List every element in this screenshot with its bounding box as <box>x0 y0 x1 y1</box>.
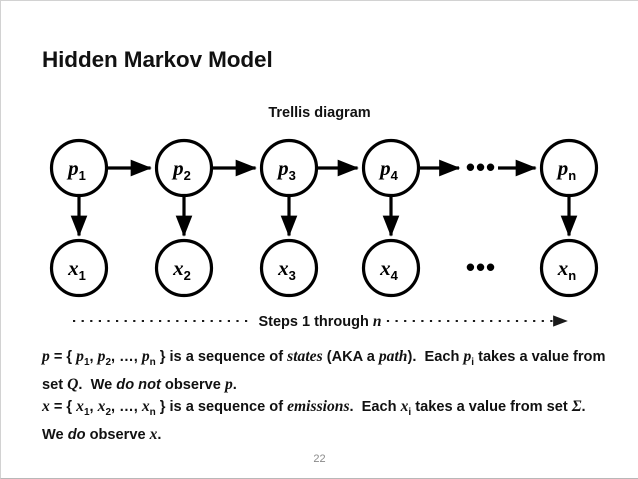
node-p4: p4 <box>361 138 421 198</box>
paragraph-states: p = { p1, p2, …, pn } is a sequence of s… <box>42 348 606 393</box>
page-number: 22 <box>313 453 326 465</box>
node-p3: p3 <box>259 138 319 198</box>
trellis-svg: p1 p2 p3 p4 pn ••• x1 x2 x3 x4 xn ••• Steps 1 throu… <box>49 138 599 330</box>
steps-axis-label: Steps 1 through n <box>258 313 381 330</box>
node-x4: x4 <box>361 238 421 298</box>
node-p1: p1 <box>49 138 109 198</box>
node-x3: x3 <box>259 238 319 298</box>
node-circle <box>49 238 109 298</box>
node-circle <box>259 138 319 198</box>
steps-axis: Steps 1 through n <box>73 313 568 330</box>
node-xn: xn <box>539 238 599 298</box>
trellis-edges <box>70 159 578 237</box>
node-pn: pn <box>539 138 599 198</box>
trellis-diagram: p1 p2 p3 p4 pn ••• x1 x2 x3 x4 xn ••• Steps 1 throu… <box>1 129 638 334</box>
node-circle <box>539 238 599 298</box>
page-title: Hidden Markov Model <box>42 47 273 72</box>
paragraph-emissions: x = { x1, x2, …, xn } is a sequence of e… <box>42 398 590 443</box>
node-circle <box>539 138 599 198</box>
node-circle <box>154 238 214 298</box>
node-circle <box>361 138 421 198</box>
node-p2: p2 <box>154 138 214 198</box>
node-x1: x1 <box>49 238 109 298</box>
ellipsis-state: ••• <box>466 152 496 182</box>
trellis-nodes: p1 p2 p3 p4 pn ••• x1 x2 x3 x4 xn ••• <box>49 138 599 298</box>
diagram-caption: Trellis diagram <box>268 105 371 121</box>
node-x2: x2 <box>154 238 214 298</box>
node-circle <box>361 238 421 298</box>
node-circle <box>154 138 214 198</box>
node-circle <box>259 238 319 298</box>
node-circle <box>49 138 109 198</box>
ellipsis-emission: ••• <box>466 252 496 282</box>
